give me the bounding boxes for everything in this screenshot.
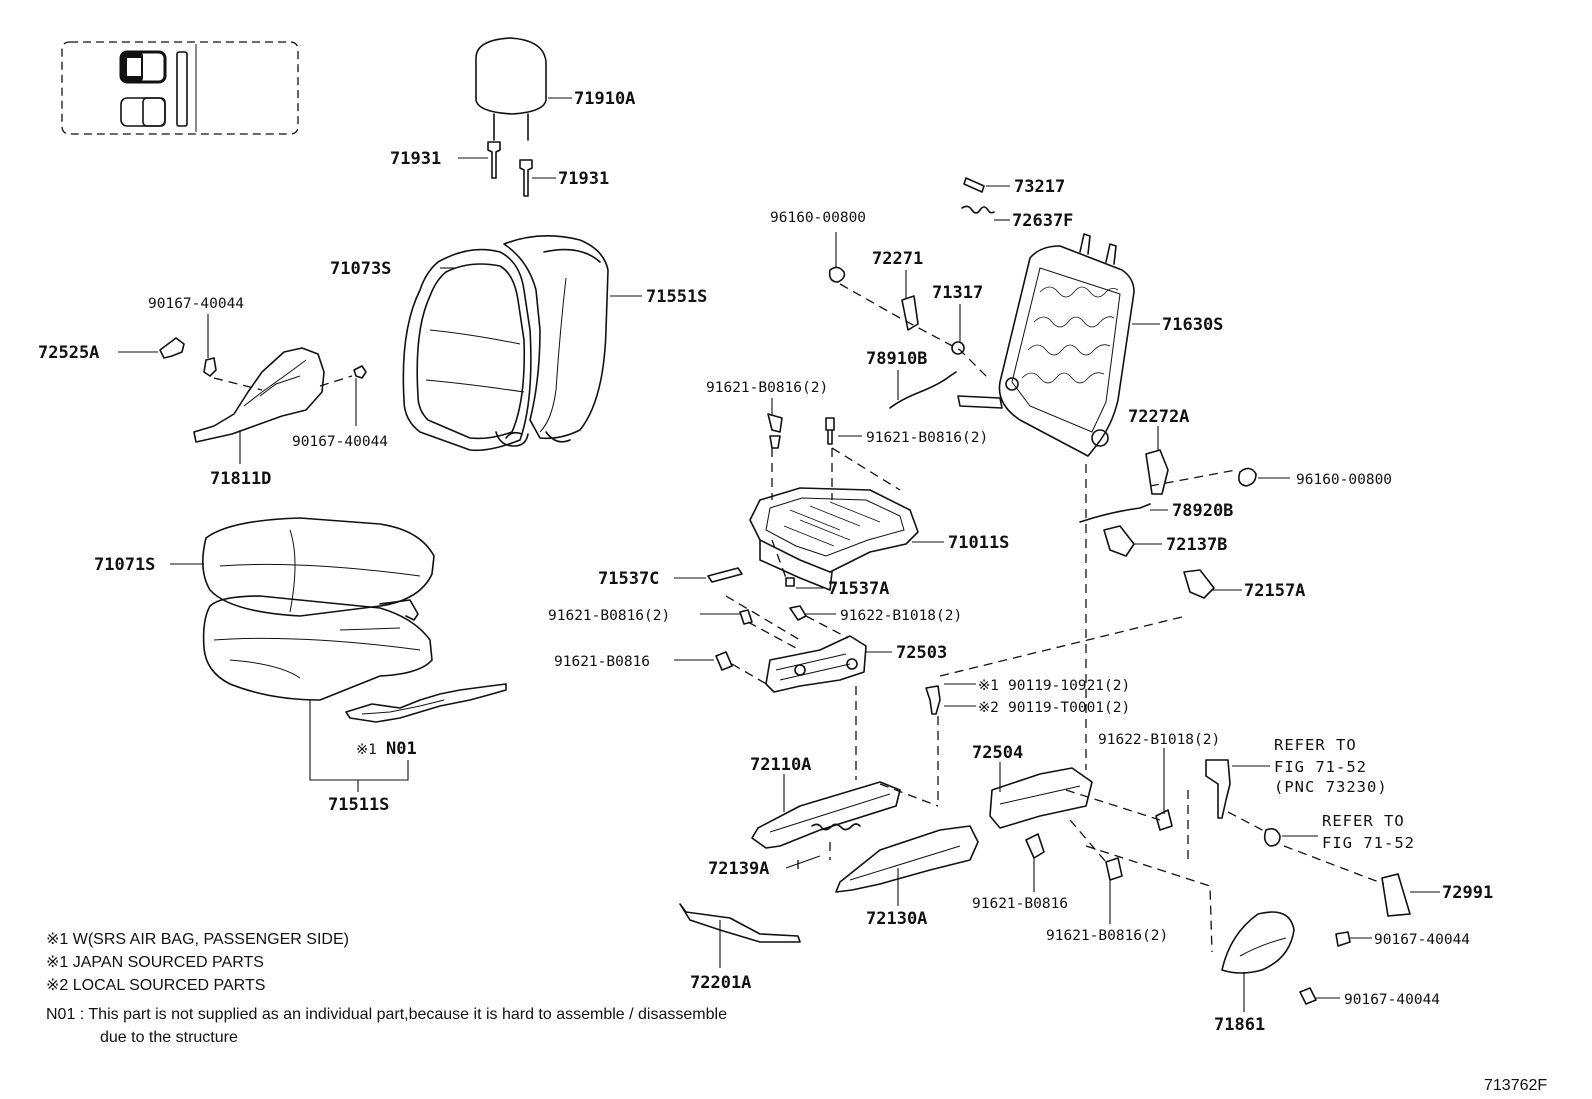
- label-71537A: 71537A: [828, 579, 889, 599]
- label-90167-right-upper: 90167-40044: [1374, 932, 1470, 948]
- label-mark-2: ※2: [978, 700, 999, 716]
- label-72503: 72503: [896, 643, 947, 663]
- label-90167-lower: 90167-40044: [292, 434, 388, 450]
- label-72130A: 72130A: [866, 909, 927, 929]
- label-72991: 72991: [1442, 883, 1493, 903]
- label-72271: 72271: [872, 249, 923, 269]
- label-91621-bolt-middle: 91621-B0816(2): [548, 608, 670, 624]
- label-refer-1-line-3: (PNC 73230): [1274, 778, 1388, 796]
- seatback-frame-illustration: [957, 233, 1135, 457]
- label-72504: 72504: [972, 743, 1023, 763]
- footnote-local-sourced: ※2 LOCAL SOURCED PARTS: [46, 977, 265, 994]
- label-91621-bolt-upper-left: 91621-B0816(2): [706, 380, 828, 396]
- recliner-small-parts: [828, 177, 995, 409]
- footnote-n01-continued: due to the structure: [100, 1029, 238, 1046]
- label-90167-right-lower: 90167-40044: [1344, 992, 1440, 1008]
- label-96160-right: 96160-00800: [1296, 472, 1392, 488]
- label-71011S: 71011S: [948, 533, 1009, 553]
- label-91621-single-right: 91621-B0816: [972, 896, 1068, 912]
- footnote-japan-sourced: ※1 JAPAN SOURCED PARTS: [46, 954, 264, 971]
- label-90167-upper: 90167-40044: [148, 296, 244, 312]
- label-72272A: 72272A: [1128, 407, 1189, 427]
- footnote-srs-airbag: ※1 W(SRS AIR BAG, PASSENGER SIDE): [46, 931, 349, 948]
- headrest-illustration: [475, 37, 547, 197]
- label-96160-top: 96160-00800: [770, 210, 866, 226]
- label-91622-upper: 91622-B1018(2): [840, 608, 962, 624]
- seatback-cover-illustration: [402, 235, 609, 452]
- footnote-n01: N01 : This part is not supplied as an in…: [46, 1006, 727, 1023]
- label-71931-left: 71931: [390, 149, 441, 169]
- leader-lines: [118, 97, 1440, 1012]
- label-refer-1-line-1: REFER TO: [1274, 736, 1357, 754]
- figure-id: 713762F: [1484, 1077, 1547, 1094]
- label-N01-mark: ※1: [356, 742, 377, 758]
- label-mark-1: ※1: [978, 678, 999, 694]
- label-71910A: 71910A: [574, 89, 635, 109]
- assembly-guide-lines: [213, 283, 1385, 953]
- seat-cushion-illustration: [202, 517, 507, 723]
- label-72139A: 72139A: [708, 859, 769, 879]
- label-71317: 71317: [932, 283, 983, 303]
- label-71861: 71861: [1214, 1015, 1265, 1035]
- label-90119-local: 90119-T0001(2): [1008, 700, 1130, 716]
- label-72137B: 72137B: [1166, 535, 1227, 555]
- label-72637F: 72637F: [1012, 211, 1073, 231]
- label-91621-single-left: 91621-B0816: [554, 654, 650, 670]
- label-71511S: 71511S: [328, 795, 389, 815]
- label-90119-japan: 90119-10921(2): [1008, 678, 1130, 694]
- label-71537C: 71537C: [598, 569, 659, 589]
- label-72157A: 72157A: [1244, 581, 1305, 601]
- footnotes: ※1 W(SRS AIR BAG, PASSENGER SIDE) ※1 JAP…: [46, 931, 727, 1046]
- label-78920B: 78920B: [1172, 501, 1233, 521]
- seat-adjuster-illustration: [679, 567, 1173, 943]
- label-71931-right: 71931: [558, 169, 609, 189]
- label-91621-bolt-upper-right: 91621-B0816(2): [866, 430, 988, 446]
- label-91622-lower: 91622-B1018(2): [1098, 732, 1220, 748]
- label-73217: 73217: [1014, 177, 1065, 197]
- side-shield-illustration: [159, 337, 367, 443]
- label-71071S: 71071S: [94, 555, 155, 575]
- label-refer-2-line-2: FIG 71-52: [1322, 834, 1415, 852]
- label-71811D: 71811D: [210, 469, 271, 489]
- label-71630S: 71630S: [1162, 315, 1223, 335]
- label-N01: N01: [386, 739, 417, 759]
- label-71551S: 71551S: [646, 287, 707, 307]
- label-refer-2-line-1: REFER TO: [1322, 812, 1405, 830]
- label-72525A: 72525A: [38, 343, 99, 363]
- label-72110A: 72110A: [750, 755, 811, 775]
- seat-frame-illustration: [749, 413, 919, 591]
- vehicle-seat-location-key: [61, 41, 299, 135]
- right-side-parts-illustration: [1079, 449, 1411, 1005]
- label-refer-1-line-2: FIG 71-52: [1274, 758, 1367, 776]
- label-72201A: 72201A: [690, 973, 751, 993]
- label-78910B: 78910B: [866, 349, 927, 369]
- label-91621-bolt-lower: 91621-B0816(2): [1046, 928, 1168, 944]
- part-labels: 71910A 71931 71931 73217 72637F 96160-00…: [38, 89, 1547, 1094]
- label-71073S: 71073S: [330, 259, 391, 279]
